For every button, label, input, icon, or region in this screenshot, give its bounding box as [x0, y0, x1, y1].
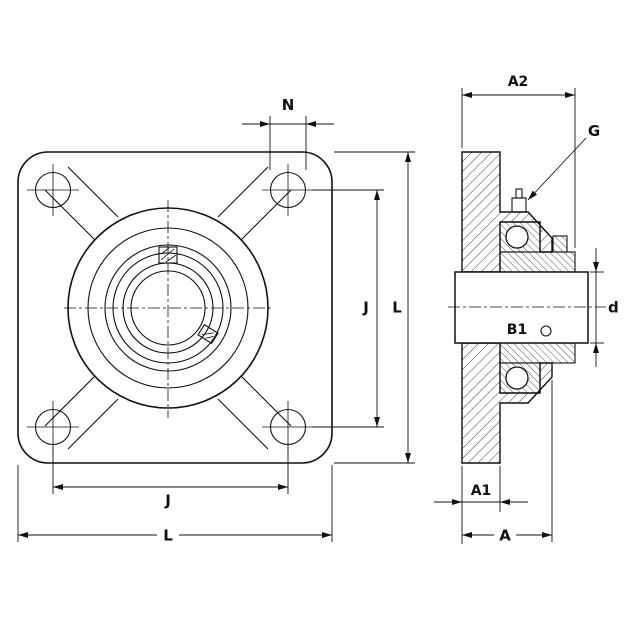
dim-j-vertical: J	[312, 189, 384, 428]
dim-label-a1: A1	[471, 483, 492, 499]
dimensions: N J L J L	[17, 74, 619, 545]
bolt-hole	[27, 401, 79, 453]
dim-label-j-horizontal: J	[164, 492, 171, 510]
dim-n: N	[242, 96, 334, 170]
dim-label-a2: A2	[508, 74, 529, 90]
grease-fitting	[511, 188, 527, 213]
bearing-ball-bottom	[505, 366, 529, 390]
dim-label-j-vertical: J	[362, 299, 369, 317]
bolt-hole	[27, 164, 79, 216]
bearing-ball-top	[505, 225, 529, 249]
bolt-holes	[27, 164, 314, 453]
dim-label-a: A	[499, 527, 511, 545]
dim-label-g: G	[588, 122, 600, 140]
dim-label-l-horizontal: L	[163, 527, 173, 545]
bolt-hole	[262, 164, 314, 216]
dim-j-horizontal: J	[52, 446, 289, 510]
dim-a1: A1	[434, 466, 528, 544]
flange-outline	[17, 151, 333, 464]
dim-label-n: N	[282, 96, 295, 114]
bolt-hole	[262, 401, 314, 453]
set-screw-angled	[197, 323, 219, 345]
dim-a2: A2	[461, 74, 576, 248]
dim-a: A	[462, 380, 553, 545]
dim-l-vertical: L	[334, 151, 415, 464]
front-view	[17, 151, 333, 464]
set-screw-top	[158, 246, 178, 264]
shaft-section	[454, 271, 589, 344]
collar-set-screw	[552, 235, 568, 253]
inner-ring-top	[499, 251, 576, 273]
dim-label-l-vertical: L	[392, 299, 402, 317]
bearing-circles	[67, 207, 269, 409]
dim-g: G	[527, 122, 600, 201]
dim-d: d	[590, 248, 619, 367]
dim-label-b1: B1	[507, 322, 527, 338]
side-view	[448, 151, 606, 464]
dim-label-d: d	[608, 299, 619, 317]
inner-ring-bottom	[499, 342, 576, 364]
dim-l-horizontal: L	[17, 465, 333, 545]
set-screw-hole	[540, 325, 552, 337]
